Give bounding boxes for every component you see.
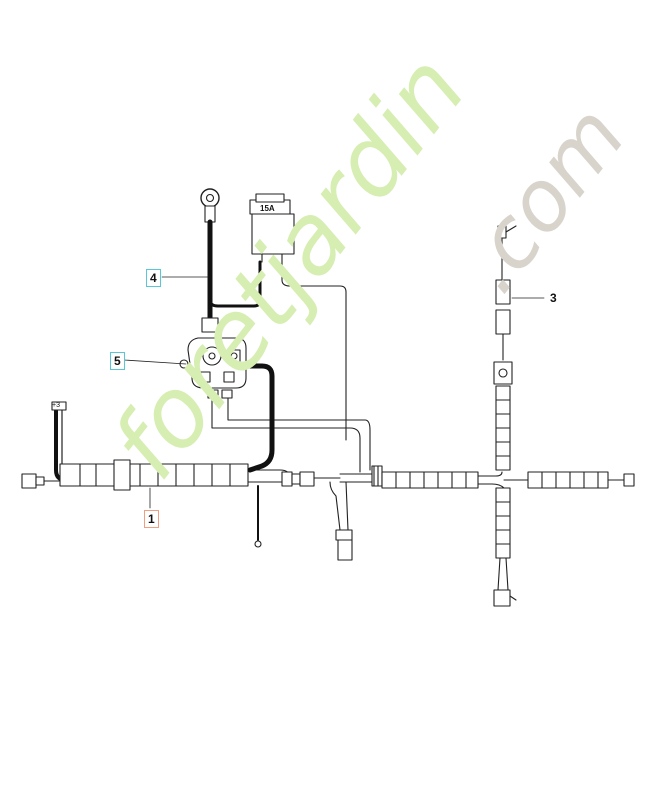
wire-tag-label: +3 [52,402,60,409]
callout-1: 1 [144,510,159,528]
callout-3: 3 [550,291,557,305]
relay-to-harness-cable [243,363,275,548]
left-connector [21,473,61,489]
main-harness-left-segment [59,459,249,491]
fuse-rating-label: 15A [260,204,275,213]
callout-4: 4 [146,269,161,287]
vertical-branch-down [493,487,517,607]
starter-relay-item-5 [179,317,371,473]
main-harness-center [247,465,383,487]
center-drop-connector [329,481,353,561]
battery-cable-item-4 [200,188,262,321]
callout-5: 5 [110,352,125,370]
fuse-holder [249,193,347,441]
callout-5-leader [123,359,187,365]
main-harness-right-segment [381,471,635,489]
vertical-branch-item-3 [493,225,517,471]
